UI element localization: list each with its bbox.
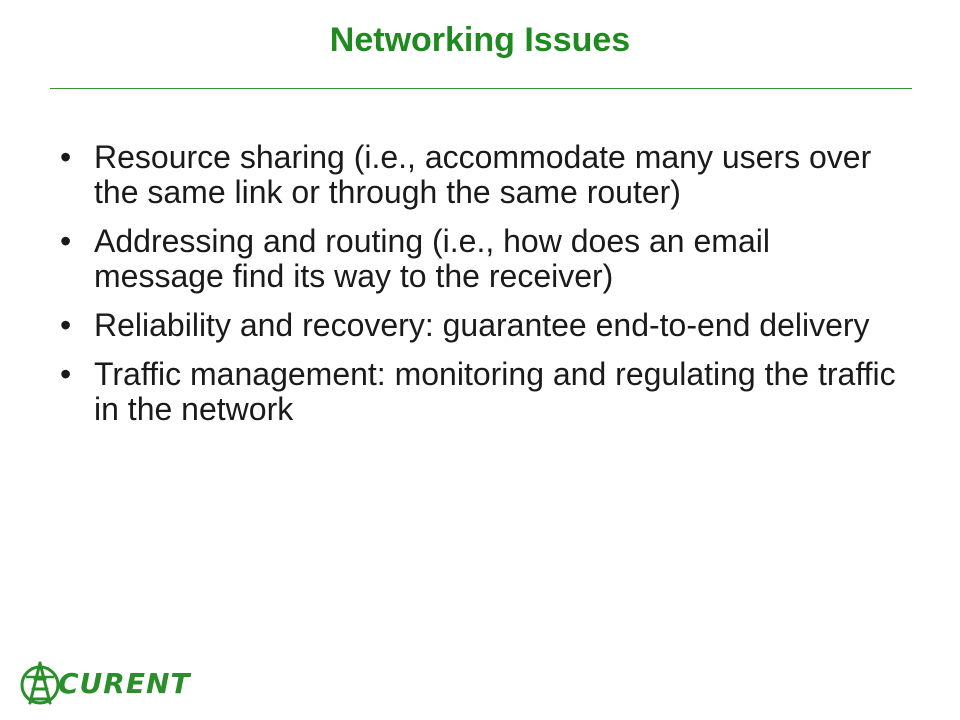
curent-logo: CURENT (18, 658, 191, 708)
list-item: • Resource sharing (i.e., accommodate ma… (60, 140, 900, 210)
bullet-text: Reliability and recovery: guarantee end-… (94, 307, 870, 343)
title-divider (50, 88, 912, 89)
bullet-marker: • (60, 307, 72, 343)
bullet-marker: • (60, 356, 72, 392)
bullet-list: • Resource sharing (i.e., accommodate ma… (60, 140, 900, 441)
list-item: • Traffic management: monitoring and reg… (60, 357, 900, 427)
list-item: • Reliability and recovery: guarantee en… (60, 308, 900, 343)
bullet-text: Addressing and routing (i.e., how does a… (94, 223, 770, 294)
list-item: • Addressing and routing (i.e., how does… (60, 224, 900, 294)
logo-text: CURENT (58, 666, 191, 700)
tower-globe-icon (18, 659, 62, 707)
bullet-text: Resource sharing (i.e., accommodate many… (94, 139, 872, 210)
page-title: Networking Issues (329, 21, 631, 59)
bullet-marker: • (60, 223, 72, 259)
bullet-marker: • (60, 139, 72, 175)
bullet-text: Traffic management: monitoring and regul… (94, 356, 896, 427)
